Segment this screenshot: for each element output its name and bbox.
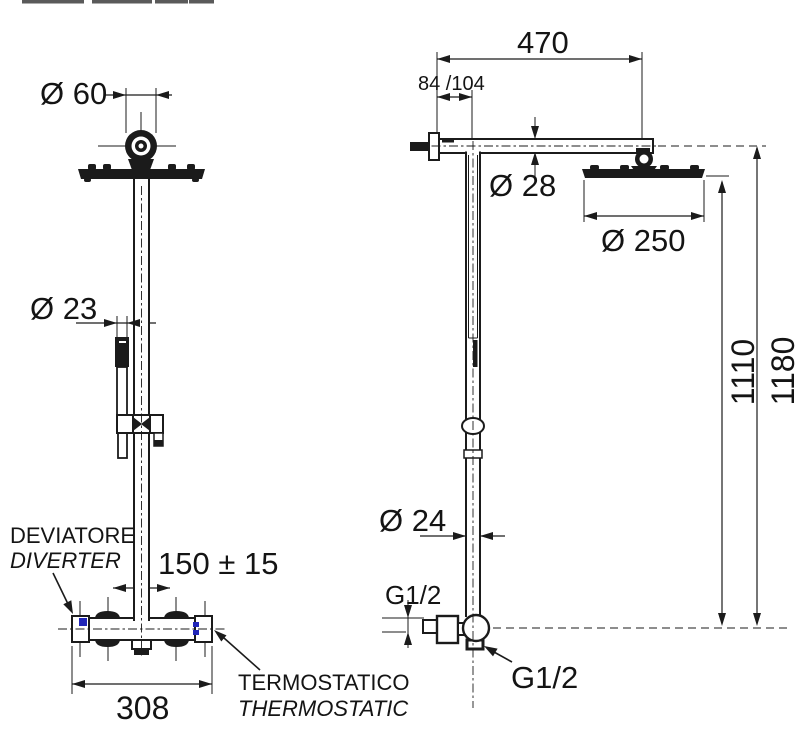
shower-head-disc xyxy=(78,169,205,179)
wall-flange xyxy=(428,132,440,161)
diverter-blue-mark xyxy=(79,618,87,626)
front-centerlines xyxy=(58,186,226,656)
union-nut xyxy=(435,614,460,645)
wall-supply-stub xyxy=(410,142,429,151)
shower-arm xyxy=(410,132,654,161)
slider-bracket-left xyxy=(116,414,134,434)
overhead-shower-side xyxy=(582,148,705,178)
front-arrowheads xyxy=(72,91,212,688)
dim-outlet-thread: G1/2 xyxy=(385,580,441,610)
side-view: 470 84 /104 Ø 28 Ø 250 1110 1180 Ø 24 G1… xyxy=(379,25,800,708)
dim-head-ball-diameter: Ø 60 xyxy=(40,76,107,111)
side-centerlines xyxy=(414,141,790,708)
side-construction-lines xyxy=(382,52,758,648)
hand-shower xyxy=(115,337,164,459)
overhead-shower-front xyxy=(78,130,205,182)
dim-arm-diameter: Ø 28 xyxy=(489,168,556,203)
dim-trim-width: 308 xyxy=(116,690,169,726)
ball-collar xyxy=(128,159,154,170)
label-thermostatic-en: THERMOSTATIC xyxy=(238,696,408,721)
outlet-ball xyxy=(461,613,491,643)
slider-bracket-right xyxy=(149,414,164,434)
dim-column-diameter: Ø 24 xyxy=(379,503,446,538)
hand-shower-handle-lower xyxy=(117,432,128,459)
label-diverter-en: DIVERTER xyxy=(10,548,121,573)
diverter-leader-arrow xyxy=(52,572,73,614)
front-view: Ø 60 Ø 23 DEVIATORE DIVERTER 150 ± 15 30… xyxy=(10,76,410,726)
dim-inlet-spacing: 150 ± 15 xyxy=(158,546,278,581)
dim-wall-offset-range: 84 /104 xyxy=(418,73,485,95)
hand-shower-head xyxy=(115,337,129,367)
dim-height-arm-to-outlet: 1180 xyxy=(765,337,800,406)
union-thread-stub xyxy=(422,619,438,634)
thermostat-blue-mark-1 xyxy=(193,622,199,627)
hand-shower-handle xyxy=(116,366,128,416)
thermostatic-leader-arrow xyxy=(214,630,261,671)
dim-head-diameter: Ø 250 xyxy=(601,223,685,258)
label-diverter-it: DEVIATORE xyxy=(10,523,135,548)
outlet-thread-leader-arrow xyxy=(484,646,513,663)
thermostat-blue-mark-2 xyxy=(193,630,199,635)
label-thermostatic-it: TERMOSTATICO xyxy=(238,670,410,695)
cropped-header-text xyxy=(22,0,214,4)
side-arrowheads xyxy=(404,55,761,645)
dim-inlet-thread: G1/2 xyxy=(511,660,578,695)
shower-head-disc-side xyxy=(582,169,705,178)
dim-arm-reach: 470 xyxy=(517,25,569,60)
riser-pipe-side xyxy=(461,151,485,617)
dim-height-head-to-outlet: 1110 xyxy=(725,339,761,405)
dim-handshower-diameter: Ø 23 xyxy=(30,291,97,326)
wall-union-outlet xyxy=(422,613,491,651)
